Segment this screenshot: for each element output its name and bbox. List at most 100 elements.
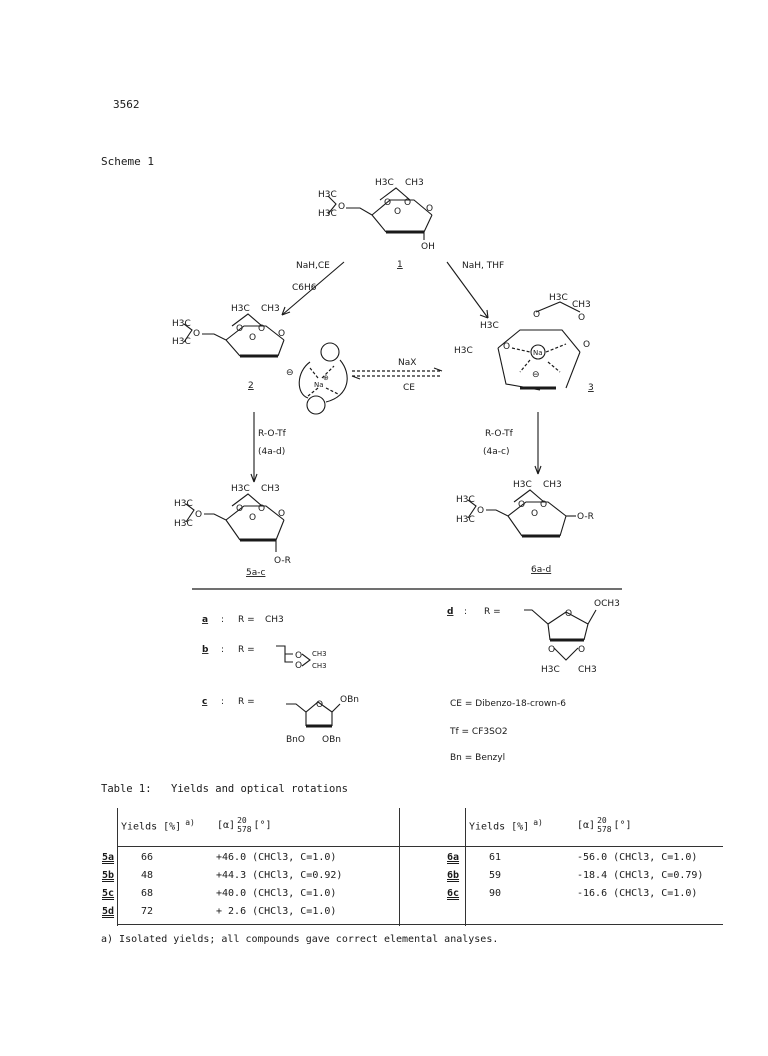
table-row-5b-cmpd: 5b: [102, 870, 115, 881]
c1-h3c-1: H3C: [318, 190, 337, 200]
svg-text:⊖: ⊖: [532, 370, 540, 380]
compound-6-structure: H3C H3C O H3C CH3 O O O O-R 6a-d: [456, 480, 594, 575]
svg-text:H3C: H3C: [549, 293, 568, 303]
table-row-5a-rotation: +46.0 (CHCl3, C=1.0): [216, 852, 337, 863]
rule-right: [465, 808, 466, 926]
svg-text:CH3: CH3: [261, 304, 280, 314]
table-row-6a-cmpd: 6a: [447, 852, 460, 863]
svg-text:O: O: [236, 504, 243, 514]
svg-text:O: O: [193, 329, 200, 339]
svg-text:H3C: H3C: [174, 499, 193, 509]
reagent-left-2: (4a-d): [258, 447, 285, 457]
svg-text:H3C: H3C: [172, 319, 191, 329]
rule-middle: [399, 808, 400, 926]
svg-text:R =: R =: [238, 615, 255, 625]
svg-text:O-R: O-R: [274, 556, 291, 566]
svg-text:d: d: [447, 607, 453, 617]
reagent-c6h6: C6H6: [292, 283, 317, 293]
compound-3-label: 3: [588, 383, 594, 393]
svg-text:O: O: [295, 661, 302, 671]
compound-1-label: 1: [397, 260, 403, 270]
table-row-5d-yield: 72: [141, 906, 154, 917]
reagent-left-1: R-O-Tf: [258, 429, 287, 439]
svg-text:O: O: [236, 324, 243, 334]
svg-text:O: O: [249, 513, 256, 523]
c1-o-1: O: [338, 202, 345, 212]
table-row-6a-rotation: -56.0 (CHCl3, C=1.0): [577, 852, 698, 863]
table-row-5b-yield: 48: [141, 870, 154, 881]
svg-text:H3C: H3C: [456, 515, 475, 525]
svg-text:H3C: H3C: [231, 304, 250, 314]
rule-bottom: [117, 924, 723, 925]
table-row-5b-rotation: +44.3 (CHCl3, C=0.92): [216, 870, 343, 881]
table-caption: Table 1:Yields and optical rotations: [101, 783, 348, 795]
table-row-6b-cmpd: 6b: [447, 870, 460, 881]
svg-text:H3C: H3C: [231, 484, 250, 494]
table-footnote: a) Isolated yields; all compounds gave c…: [101, 934, 499, 945]
svg-text:O: O: [249, 333, 256, 343]
svg-text::: :: [221, 645, 224, 655]
svg-text:⊕: ⊕: [323, 374, 329, 382]
table-row-5c-cmpd: 5c: [102, 888, 115, 899]
svg-text:H3C: H3C: [456, 495, 475, 505]
compound-2-structure: H3C H3C O H3C CH3 O O O O ⊖ 2 Na ⊕: [172, 304, 348, 415]
svg-text:CH3: CH3: [265, 615, 284, 625]
table-row-5d-cmpd: 5d: [102, 906, 115, 917]
svg-text:OBn: OBn: [322, 735, 341, 745]
svg-text:R =: R =: [484, 607, 501, 617]
arrow-left-down: [281, 261, 345, 316]
svg-text:O: O: [518, 500, 525, 510]
c1-o-4: O: [394, 207, 401, 217]
svg-text:O: O: [278, 509, 285, 519]
svg-text:O: O: [195, 510, 202, 520]
svg-text:H3C: H3C: [172, 337, 191, 347]
svg-text:O: O: [258, 504, 265, 514]
table-row-6b-yield: 59: [489, 870, 502, 881]
svg-text:O-R: O-R: [577, 512, 594, 522]
scheme-title: Scheme 1: [101, 155, 154, 168]
equilibrium-arrows: [351, 367, 443, 380]
svg-text:O: O: [548, 645, 555, 655]
svg-text:⊖: ⊖: [286, 368, 294, 378]
c1-h3c-2: H3C: [318, 209, 337, 219]
compound-5-label: 5a-c: [246, 568, 265, 578]
svg-text:R =: R =: [238, 697, 255, 707]
table-label: Table 1:: [101, 783, 152, 795]
definition-c: c : R = O OBn BnO OBn: [202, 695, 359, 745]
table-row-6c-yield: 90: [489, 888, 502, 899]
svg-text:O: O: [540, 500, 547, 510]
svg-text:O: O: [503, 342, 510, 352]
svg-text:O: O: [578, 313, 585, 323]
svg-text::: :: [464, 607, 467, 617]
svg-text:O: O: [316, 700, 323, 710]
compound-2-label: 2: [248, 381, 254, 391]
reagent-nah-thf: NaH, THF: [462, 261, 504, 271]
compound-6-label: 6a-d: [531, 565, 551, 575]
definition-b: b : R = O O CH3 CH3: [202, 645, 327, 671]
svg-text:H3C: H3C: [513, 480, 532, 490]
svg-text:O: O: [258, 324, 265, 334]
svg-text:BnO: BnO: [286, 735, 305, 745]
header-yields-left: Yields [%]a): [121, 818, 195, 833]
svg-text:CH3: CH3: [543, 480, 562, 490]
svg-text:H3C: H3C: [454, 346, 473, 356]
svg-text:OCH3: OCH3: [594, 599, 620, 609]
c1-oh: OH: [421, 242, 435, 252]
reagent-ce: CE: [403, 383, 415, 393]
c1-h3c-top: H3C: [375, 178, 394, 188]
svg-text:CH3: CH3: [578, 665, 597, 675]
c1-o-3: O: [404, 198, 411, 208]
svg-text:R =: R =: [238, 645, 255, 655]
definition-ce: CE = Dibenzo-18-crown-6: [450, 699, 566, 709]
compound-3-structure: H3C CH3 H3C H3C O O O O Na ⊖ 3: [454, 293, 594, 393]
svg-text::: :: [221, 697, 224, 707]
svg-text:O: O: [278, 329, 285, 339]
reagent-nah-ce: NaH,CE: [296, 261, 330, 271]
arrow-3-to-6: [534, 412, 542, 475]
compound-1-structure: H3C H3C O H3C CH3 O O O O OH 1: [318, 178, 435, 270]
svg-text:H3C: H3C: [174, 519, 193, 529]
svg-text:O: O: [477, 506, 484, 516]
